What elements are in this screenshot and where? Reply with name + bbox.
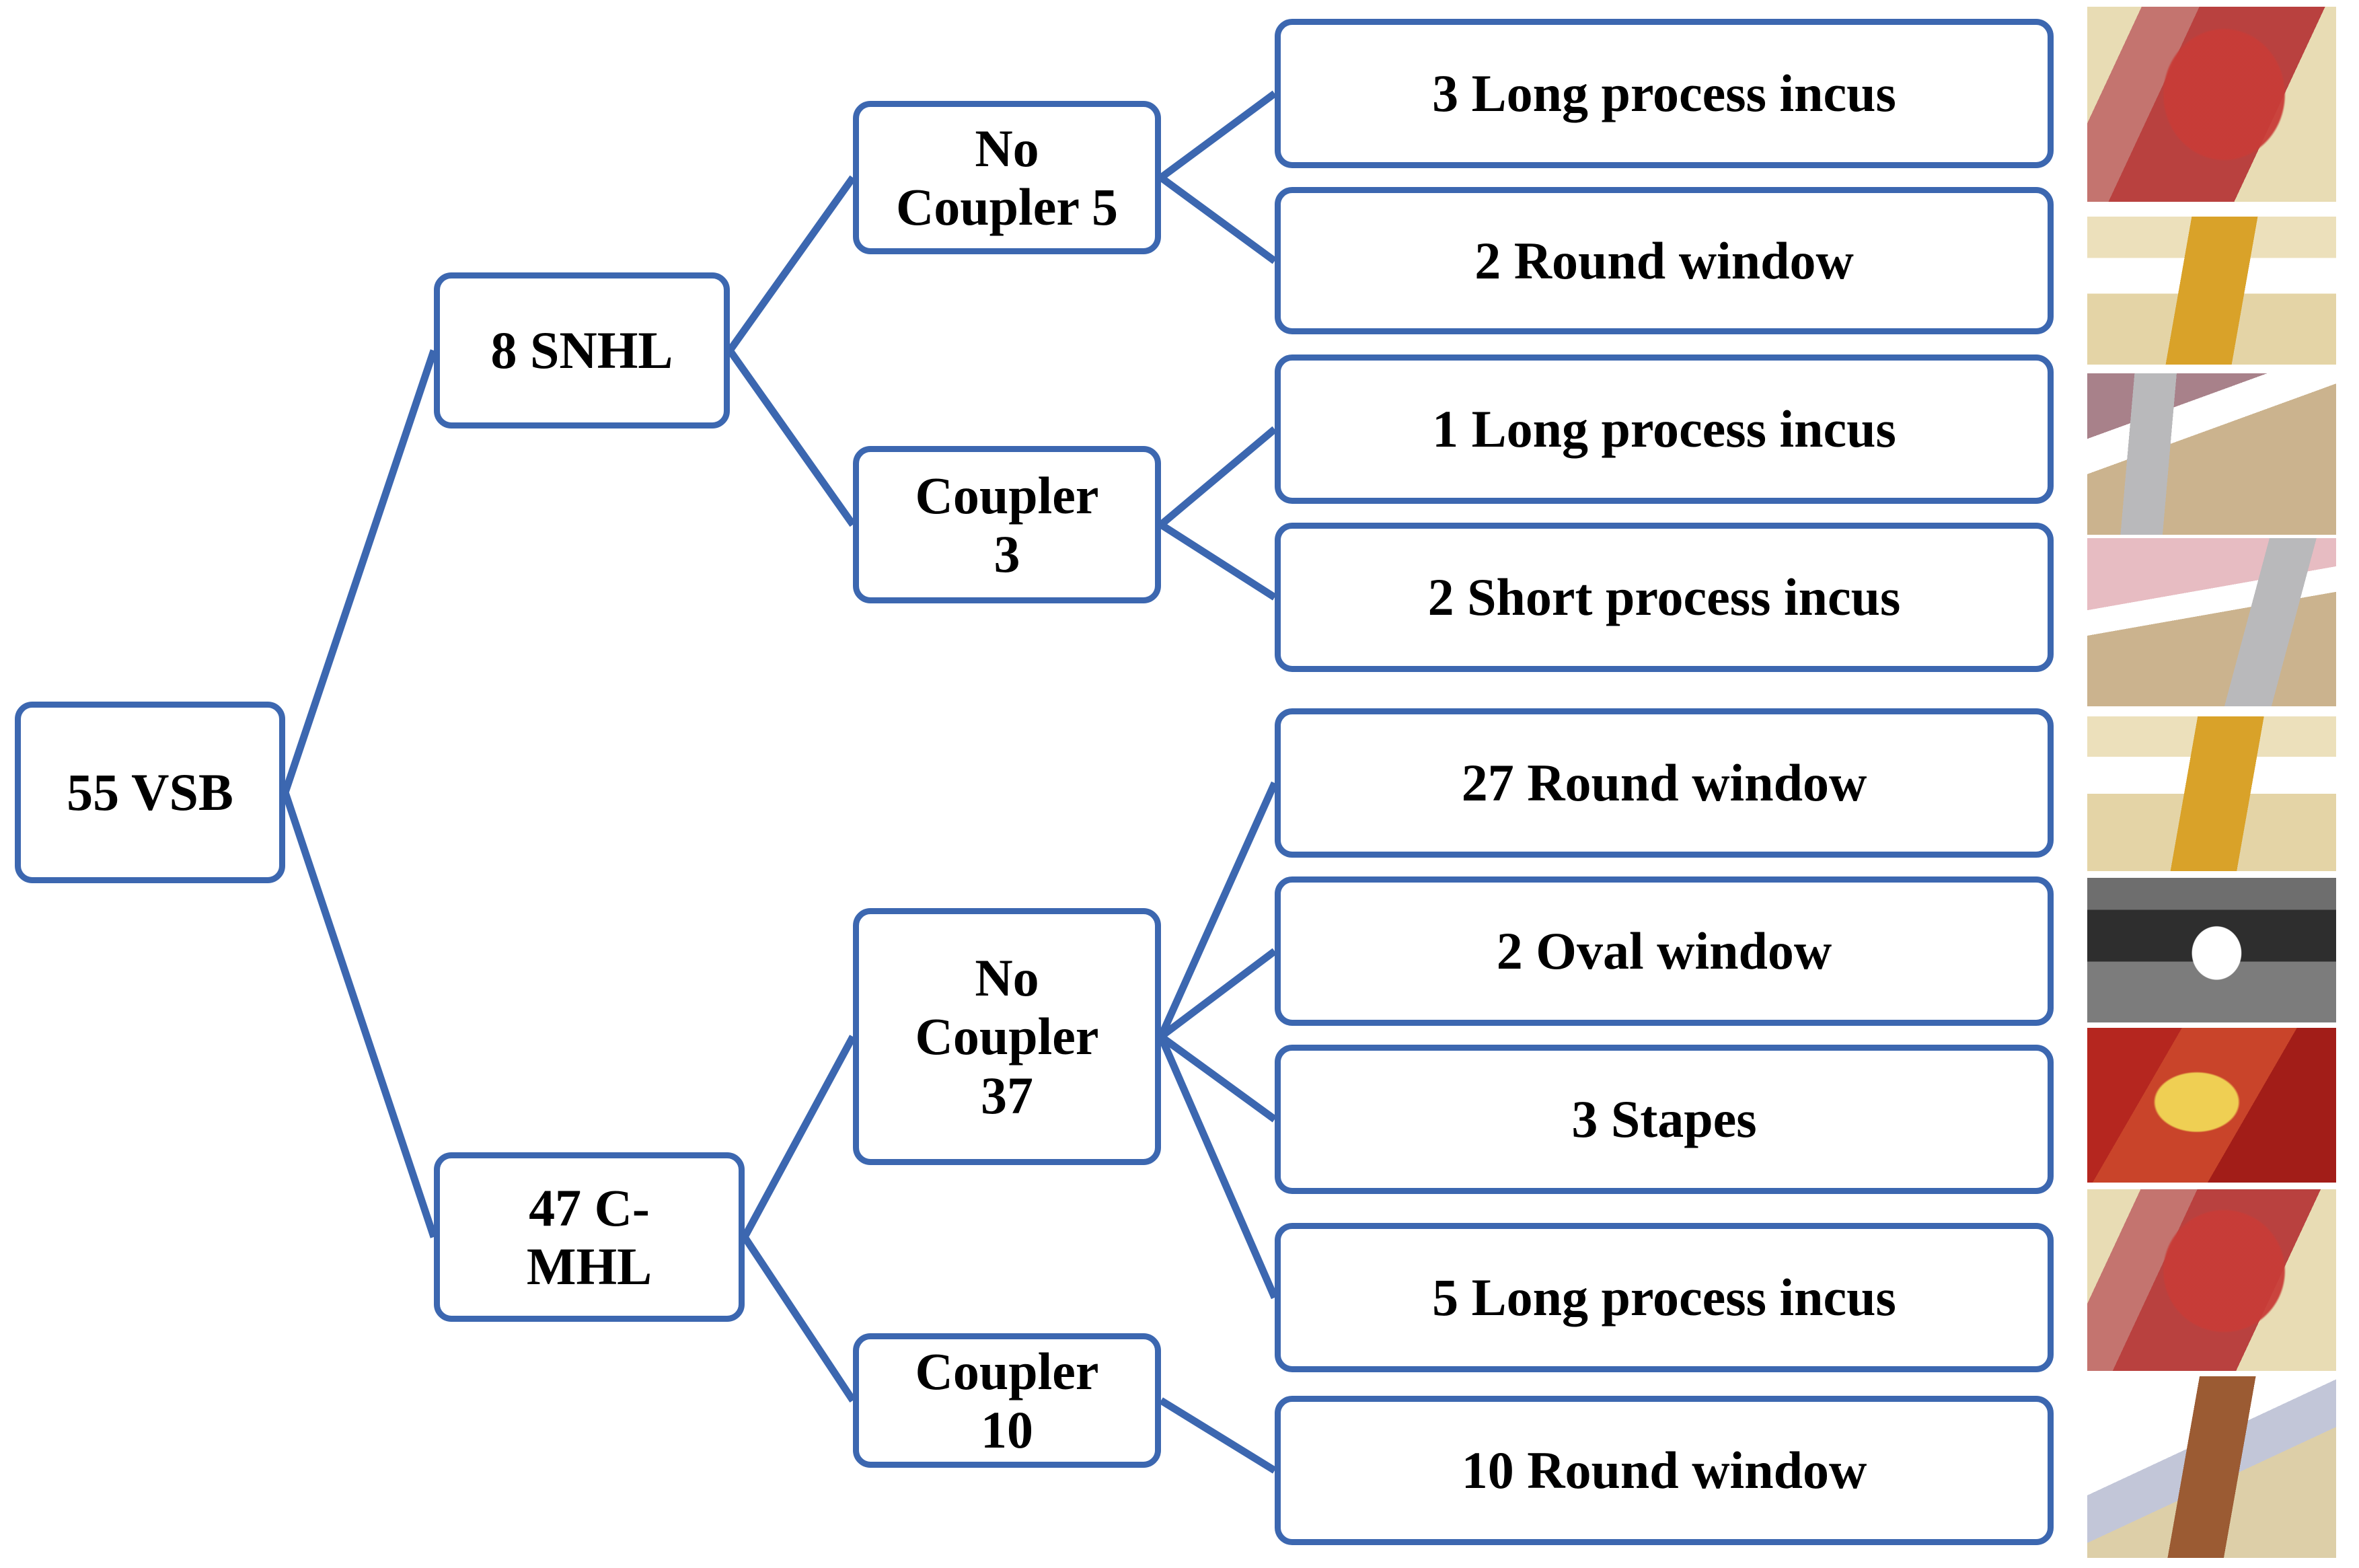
connector-cmhl-to-cmhl_coup	[741, 1234, 856, 1403]
leaf-node-label: 5 Long process incus	[1432, 1268, 1896, 1327]
connector-snhl_coup-to-leaf4	[1159, 521, 1277, 601]
connector-snhl-to-snhl_coup	[726, 348, 856, 527]
round-window-vibroplasty-illustration	[2087, 716, 2336, 871]
leaf-node-label: 2 Oval window	[1496, 922, 1832, 981]
node-47-c-mhl[interactable]: 47 C- MHL	[434, 1152, 745, 1322]
node-label: 55 VSB	[67, 763, 233, 822]
leaf-node-leaf6[interactable]: 2 Oval window	[1275, 876, 2054, 1026]
round-window-coupler-illustration	[2087, 217, 2336, 365]
leaf-node-label: 27 Round window	[1461, 753, 1867, 813]
leaf-node-leaf7[interactable]: 3 Stapes	[1275, 1045, 2054, 1194]
node-label: 47 C- MHL	[526, 1178, 652, 1296]
ossicular-chain-fmt-on-incus-illustration-art	[2087, 373, 2336, 535]
oval-window-stapes-coupler-illustration-art	[2087, 1376, 2336, 1558]
node-root-55-vsb[interactable]: 55 VSB	[15, 702, 285, 883]
leaf-node-leaf2[interactable]: 2 Round window	[1275, 187, 2054, 334]
leaf-node-leaf4[interactable]: 2 Short process incus	[1275, 523, 2054, 672]
node-snhl-coupler-3[interactable]: Coupler 3	[853, 446, 1161, 603]
connector-cmhl_nocoup-to-leaf5	[1157, 781, 1279, 1039]
short-process-incus-coupler-illustration	[2087, 538, 2336, 706]
node-label: Coupler 3	[915, 465, 1099, 583]
connector-cmhl_nocoup-to-leaf6	[1158, 948, 1277, 1040]
round-window-coupler-illustration-art	[2087, 217, 2336, 365]
node-label: Coupler 10	[915, 1341, 1099, 1459]
connector-cmhl_nocoup-to-leaf8	[1157, 1035, 1279, 1300]
leaf-node-label: 2 Round window	[1474, 231, 1854, 290]
leaf-node-leaf1[interactable]: 3 Long process incus	[1275, 19, 2054, 168]
node-label: No Coupler 37	[915, 948, 1099, 1125]
node-label: 8 SNHL	[490, 321, 673, 380]
connector-snhl-to-snhl_nocoup	[726, 175, 856, 353]
short-process-incus-coupler-illustration-art	[2087, 538, 2336, 706]
temporal-bone-ct-scan	[2087, 878, 2336, 1022]
leaf-node-leaf3[interactable]: 1 Long process incus	[1275, 354, 2054, 504]
connector-cmhl_nocoup-to-leaf7	[1158, 1033, 1277, 1123]
leaf-node-label: 1 Long process incus	[1432, 400, 1896, 459]
middle-ear-fmt-long-process-incus-illustration-2-art	[2087, 1189, 2336, 1371]
leaf-node-label: 3 Long process incus	[1432, 64, 1896, 123]
leaf-node-leaf8[interactable]: 5 Long process incus	[1275, 1223, 2054, 1372]
leaf-node-leaf5[interactable]: 27 Round window	[1275, 708, 2054, 858]
leaf-node-leaf9[interactable]: 10 Round window	[1275, 1396, 2054, 1545]
connector-snhl_nocoup-to-leaf2	[1158, 174, 1277, 264]
node-cmhl-no-coupler-37[interactable]: No Coupler 37	[853, 908, 1161, 1165]
connector-root-to-snhl	[281, 349, 438, 794]
leaf-node-label: 10 Round window	[1461, 1441, 1867, 1500]
node-label: No Coupler 5	[895, 118, 1119, 236]
oval-window-stapes-coupler-illustration	[2087, 1376, 2336, 1558]
connector-cmhl-to-cmhl_nocoup	[741, 1035, 856, 1239]
connector-root-to-cmhl	[281, 791, 438, 1238]
temporal-bone-ct-scan-art	[2087, 878, 2336, 1022]
connector-cmhl_coup-to-leaf9	[1159, 1397, 1277, 1474]
middle-ear-fmt-long-process-incus-illustration	[2087, 7, 2336, 202]
leaf-node-label: 2 Short process incus	[1427, 568, 1901, 627]
node-cmhl-coupler-10[interactable]: Coupler 10	[853, 1333, 1161, 1468]
connector-snhl_coup-to-leaf3	[1158, 426, 1277, 528]
leaf-node-label: 3 Stapes	[1571, 1090, 1757, 1149]
connector-snhl_nocoup-to-leaf1	[1158, 90, 1277, 181]
intraoperative-endoscopic-photo	[2087, 1028, 2336, 1183]
node-8-snhl[interactable]: 8 SNHL	[434, 272, 730, 428]
ossicular-chain-fmt-on-incus-illustration	[2087, 373, 2336, 535]
intraoperative-endoscopic-photo-art	[2087, 1028, 2336, 1183]
middle-ear-fmt-long-process-incus-illustration-art	[2087, 7, 2336, 202]
round-window-vibroplasty-illustration-art	[2087, 716, 2336, 871]
node-snhl-no-coupler-5[interactable]: No Coupler 5	[853, 101, 1161, 254]
middle-ear-fmt-long-process-incus-illustration-2	[2087, 1189, 2336, 1371]
